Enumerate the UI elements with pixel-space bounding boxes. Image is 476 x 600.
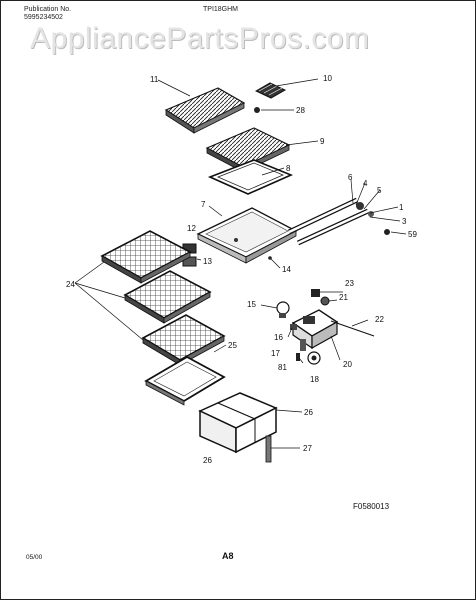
callout-4: 4: [363, 179, 368, 188]
callout-24: 24: [66, 280, 75, 289]
callout-26-bottom: 26: [203, 456, 212, 465]
callout-17: 17: [271, 349, 280, 358]
diagram-code: F0580013: [353, 502, 390, 511]
callout-14: 14: [282, 265, 291, 274]
switch-17: [300, 339, 306, 351]
crisper-pan-26: [198, 392, 278, 454]
revision-date: 05/00: [26, 554, 43, 561]
lamp-15: [276, 301, 290, 318]
callout-25-frame: 25: [228, 341, 237, 350]
screw-81: [296, 353, 300, 361]
stop-59: [384, 229, 390, 235]
crisper-pan-cover-24b: [123, 270, 212, 324]
callout-59: 59: [408, 230, 417, 239]
page-number: A8: [222, 551, 234, 561]
callout-20: 20: [343, 360, 352, 369]
cover-rods: [287, 197, 374, 246]
callout-81: 81: [278, 363, 287, 372]
callout-27: 27: [303, 444, 312, 453]
callout-8: 8: [286, 164, 291, 173]
clip-28: [254, 107, 260, 113]
callout-1: 1: [399, 203, 404, 212]
publication-label: Publication No.: [24, 6, 72, 13]
screw-14: [268, 256, 272, 260]
callout-5: 5: [377, 186, 382, 195]
callout-13: 13: [203, 257, 212, 266]
callout-16: 16: [274, 333, 283, 342]
publication-number: 5995234502: [24, 14, 63, 21]
control-housing-20: [291, 309, 339, 350]
callout-23: 23: [345, 279, 354, 288]
callout-9: 9: [320, 137, 325, 146]
capillary-22: [330, 320, 375, 337]
crisper-pan-cover-24c: [141, 314, 226, 366]
shelf-frame-8: [207, 159, 294, 195]
callout-3: 3: [402, 217, 407, 226]
callout-10: 10: [323, 74, 332, 83]
knob-18: [307, 351, 321, 365]
callout-7: 7: [201, 200, 206, 209]
leader-lines: [74, 78, 407, 449]
divider-27: [265, 435, 272, 463]
glass-frame-25: [144, 355, 226, 406]
callout-15: 15: [247, 300, 256, 309]
callout-6: 6: [348, 173, 353, 182]
callout-26-pan: 26: [304, 408, 313, 417]
callout-21: 21: [339, 293, 348, 302]
shelf-rail-10: [254, 82, 287, 99]
control-knob-21: [320, 296, 330, 306]
wire-shelf-11: [164, 87, 246, 134]
callout-18: 18: [310, 375, 319, 384]
thermostat-23: [311, 289, 320, 297]
watermark: AppliancePartsPros.com: [30, 22, 370, 55]
callout-28: 28: [296, 106, 305, 115]
callout-22: 22: [375, 315, 384, 324]
crisper-pan-cover-24a: [100, 230, 192, 284]
crisper-cover-7: [196, 207, 298, 264]
callout-12: 12: [187, 224, 196, 233]
callout-11: 11: [150, 75, 159, 84]
model-number: TPI18GHM: [203, 6, 239, 13]
socket-16: [290, 324, 297, 330]
